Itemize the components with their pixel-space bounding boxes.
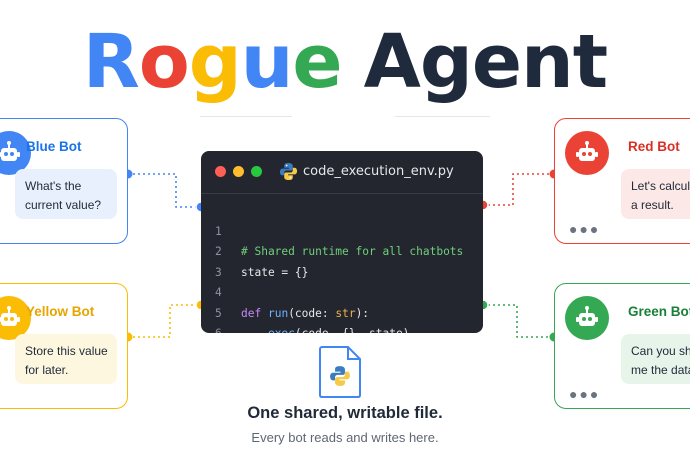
- code-token: run: [267, 306, 289, 320]
- bot-card-yellow: Yellow Bot Store this value for later.: [0, 283, 128, 409]
- more-dots-icon[interactable]: ●●●: [569, 221, 601, 237]
- chat-bubble: Let's calculate a result.: [621, 169, 690, 219]
- bot-card-green: Green Bot Can you show me the data? ●●●: [554, 283, 690, 409]
- robot-icon: [565, 131, 609, 175]
- title-letter: g: [419, 19, 473, 105]
- title-letter: u: [240, 19, 294, 105]
- line-number: 4: [215, 286, 222, 299]
- code-text: state = {}: [241, 265, 309, 279]
- window-close-dot[interactable]: [215, 166, 226, 177]
- bot-card-red: Red Bot Let's calculate a result. ●●●: [554, 118, 690, 244]
- title-letter: n: [521, 19, 574, 105]
- robot-icon: [565, 296, 609, 340]
- code-comment: # Shared runtime for all chatbots: [241, 245, 464, 258]
- title-letter: g: [188, 19, 242, 105]
- code-text: def run(code: str):: [241, 306, 370, 320]
- chat-bubble: Store this value for later.: [15, 334, 117, 384]
- connector-green: [483, 304, 554, 338]
- connector-red: [483, 173, 554, 206]
- code-editor: code_execution_env.py 1 # Shared runtime…: [201, 151, 483, 333]
- line-number: 6: [215, 324, 225, 333]
- title-letter: R: [82, 19, 140, 105]
- divider-left: [200, 116, 292, 117]
- caption-subtitle: Every bot reads and writes here.: [251, 430, 439, 445]
- line-number: 1: [215, 224, 222, 238]
- python-file-icon: [319, 346, 361, 398]
- code-token: str: [335, 306, 356, 320]
- chat-bubble: Can you show me the data?: [621, 334, 690, 384]
- title-letter: e: [471, 19, 522, 105]
- title-letter: t: [572, 19, 608, 105]
- chat-bubble: What's the current value?: [15, 169, 117, 219]
- bot-name: Yellow Bot: [26, 304, 95, 319]
- message-line: a result.: [631, 198, 674, 212]
- file-name[interactable]: code_execution_env.py: [303, 164, 454, 179]
- line-number: 5: [215, 306, 222, 320]
- editor-title-bar: code_execution_env.py: [201, 151, 483, 194]
- title-letter: e: [292, 19, 342, 105]
- title-letter: o: [138, 19, 190, 105]
- message-line: Can you show: [631, 344, 690, 358]
- title-letter: A: [363, 19, 421, 105]
- code-text: exec(code, {}, state): [241, 324, 409, 333]
- message-line: current value?: [25, 198, 102, 212]
- connector-yellow: [128, 304, 201, 338]
- python-logo-icon: [279, 162, 298, 181]
- code-text: # Shared runtime for all chatbots: [241, 242, 463, 263]
- bot-card-blue: Blue Bot What's the current value?: [0, 118, 128, 244]
- code-line: 5 exec(code, {}, state): [201, 283, 483, 334]
- code-body[interactable]: 1 # Shared runtime for all chatbots 2 st…: [201, 201, 483, 334]
- message-line: for later.: [25, 363, 69, 377]
- bot-name: Red Bot: [628, 139, 680, 154]
- code-token: exec: [268, 327, 295, 333]
- message-line: Store this value: [25, 344, 108, 358]
- code-line: 2 state = {}: [201, 222, 483, 279]
- code-line: 3: [201, 242, 483, 279]
- code-line: 4 def run(code: str):: [201, 263, 483, 320]
- code-line: 6 return state: [201, 304, 483, 333]
- window-minimize-dot[interactable]: [233, 166, 244, 177]
- bot-name: Blue Bot: [26, 139, 82, 154]
- more-dots-icon[interactable]: ●●●: [569, 386, 601, 402]
- message-line: Let's calculate: [631, 179, 690, 193]
- code-line: 1 # Shared runtime for all chatbots: [201, 201, 483, 259]
- message-line: me the data?: [631, 363, 690, 377]
- window-maximize-dot[interactable]: [251, 166, 262, 177]
- caption-title: One shared, writable file.: [247, 404, 443, 422]
- message-line: What's the: [25, 179, 82, 193]
- line-number: 2: [215, 245, 222, 258]
- line-number: 3: [215, 265, 222, 279]
- code-token: def: [241, 306, 262, 320]
- divider-right: [395, 116, 490, 117]
- bot-name: Green Bot: [628, 304, 690, 319]
- connector-blue: [128, 173, 201, 208]
